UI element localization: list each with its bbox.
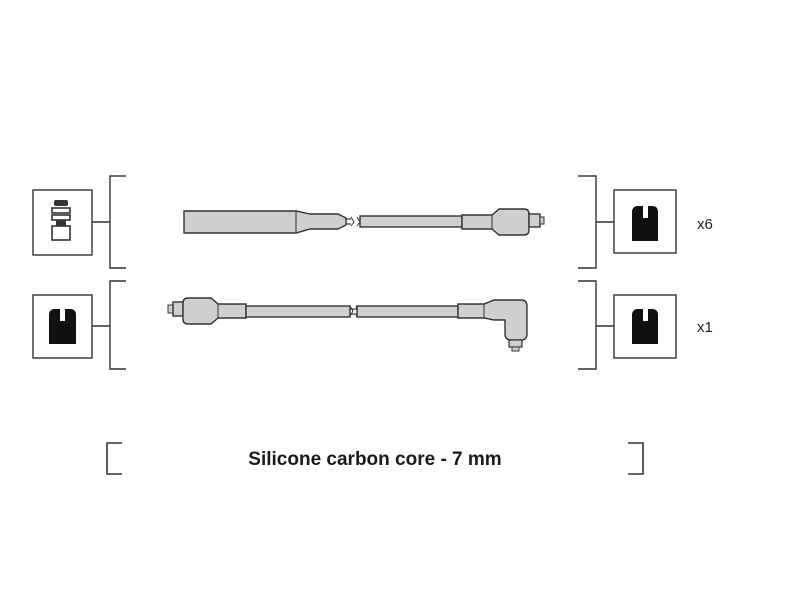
caption-group: Silicone carbon core - 7 mm	[106, 442, 644, 475]
left-bracket-2	[92, 280, 126, 370]
quantity-label-2: x1	[697, 319, 713, 336]
ignition-cable-straight	[183, 208, 545, 236]
left-connector-box-2	[32, 294, 93, 359]
right-connector-box-1	[613, 189, 677, 254]
socket-terminal-icon	[632, 309, 658, 344]
lead-row-2: x1	[32, 280, 713, 370]
caption-text: Silicone carbon core - 7 mm	[248, 449, 501, 470]
plug-terminal-icon	[51, 200, 71, 241]
right-bracket-1	[578, 175, 614, 269]
right-connector-box-2	[613, 294, 677, 359]
lead-row-1: x6	[32, 175, 713, 269]
caption-bracket-left	[106, 442, 122, 475]
ignition-cable-angled	[167, 297, 528, 352]
left-bracket-1	[92, 175, 126, 269]
quantity-label-1: x6	[697, 216, 713, 233]
caption-bracket-right	[628, 442, 644, 475]
left-connector-box-1	[32, 189, 93, 256]
socket-terminal-icon	[632, 206, 658, 241]
socket-terminal-icon	[49, 309, 76, 344]
right-bracket-2	[578, 280, 614, 370]
